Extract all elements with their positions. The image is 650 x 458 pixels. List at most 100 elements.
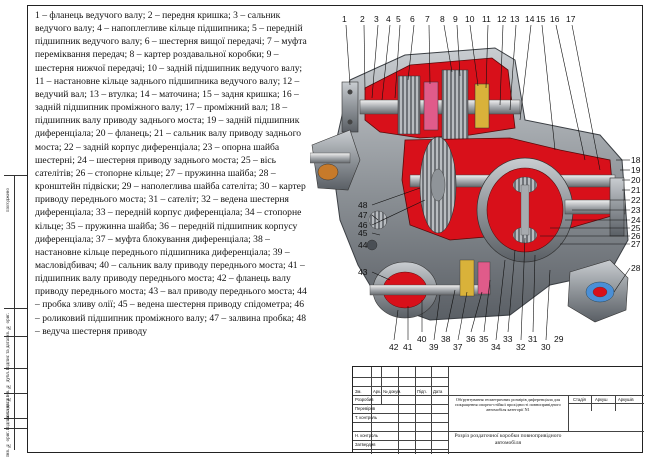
flange-bolt bbox=[347, 89, 353, 95]
left-leader-lines bbox=[371, 187, 426, 281]
top-leader-lines bbox=[345, 24, 601, 171]
callout-7: 7 bbox=[425, 14, 430, 24]
title-block: Зм. Арк. № докум. Підп. Дата Розробив Пе… bbox=[352, 366, 644, 454]
right-callouts: 18 19 20 21 22 23 24 25 26 27 28 bbox=[631, 155, 641, 273]
col-sheet: Аркуш bbox=[595, 397, 608, 402]
callout-16: 16 bbox=[550, 14, 560, 24]
callout-48: 48 bbox=[358, 200, 368, 210]
callout-24: 24 bbox=[631, 215, 641, 225]
strip-cell-3: Підпис та дата bbox=[4, 336, 27, 371]
callout-43: 43 bbox=[358, 267, 368, 277]
rear-bearing bbox=[474, 83, 490, 129]
callout-35: 35 bbox=[479, 334, 489, 344]
callout-22: 22 bbox=[631, 195, 641, 205]
header-sign: Підп. bbox=[417, 389, 427, 394]
callout-1: 1 bbox=[342, 14, 347, 24]
work-description: Обґрунтування геометричних розмірів дифе… bbox=[455, 397, 561, 412]
callout-41: 41 bbox=[403, 342, 413, 352]
callout-21: 21 bbox=[631, 185, 641, 195]
input-shaft bbox=[359, 99, 521, 115]
flange-bolt-2 bbox=[347, 119, 353, 125]
callout-5: 5 bbox=[396, 14, 401, 24]
col-sheets: Аркушів bbox=[618, 397, 634, 402]
callout-6: 6 bbox=[410, 14, 415, 24]
callout-42: 42 bbox=[389, 342, 399, 352]
callout-10: 10 bbox=[465, 14, 475, 24]
drain-plug bbox=[366, 239, 378, 251]
strip-cell-4: Інв. № дубл. bbox=[4, 368, 27, 398]
drawing-frame bbox=[27, 5, 643, 453]
side-signature-strip: Погоджено Інв. № ориг. Підпис та дата Ін… bbox=[4, 175, 27, 457]
callout-29: 29 bbox=[554, 334, 564, 344]
callout-47: 47 bbox=[358, 210, 368, 220]
strip-cell-1: Погоджено bbox=[4, 175, 27, 238]
callout-15: 15 bbox=[536, 14, 546, 24]
header-date: Дата bbox=[433, 389, 443, 394]
callout-27: 27 bbox=[631, 239, 641, 249]
callout-3: 3 bbox=[374, 14, 379, 24]
role-norm-control: Н. контроль bbox=[355, 433, 378, 438]
header-ark: Арк. bbox=[373, 389, 382, 394]
strip-label-2: Інв. № ориг. bbox=[6, 313, 11, 339]
right-leader-lines bbox=[540, 159, 631, 293]
callout-26: 26 bbox=[631, 231, 641, 241]
drawing-title: Розріз роздаточної коробки повнопривідно… bbox=[454, 433, 562, 446]
callout-19: 19 bbox=[631, 165, 641, 175]
transfer-case-cutaway: 1 2 3 4 5 6 7 8 9 10 11 12 13 14 15 16 1… bbox=[310, 14, 641, 352]
callout-30: 30 bbox=[541, 342, 551, 352]
low-gear bbox=[441, 69, 469, 141]
callout-31: 31 bbox=[528, 334, 538, 344]
bottom-leader-lines bbox=[393, 237, 551, 341]
callout-34: 34 bbox=[491, 342, 501, 352]
strip-cell-7: Інв. № ориг. bbox=[4, 428, 27, 457]
callout-18: 18 bbox=[631, 155, 641, 165]
callout-38: 38 bbox=[441, 334, 451, 344]
callout-23: 23 bbox=[631, 205, 641, 215]
strip-cell-2: Інв. № ориг. bbox=[4, 308, 27, 339]
left-callouts: 48 47 46 45 44 43 bbox=[358, 200, 368, 277]
callout-37: 37 bbox=[453, 342, 463, 352]
col-stage: Стадія bbox=[573, 397, 586, 402]
satellite-axle bbox=[520, 184, 530, 236]
parts-legend: 1 – фланець ведучого валу; 2 – передня к… bbox=[35, 10, 307, 337]
strip-label-1: Погоджено bbox=[6, 188, 11, 212]
callout-28: 28 bbox=[631, 263, 641, 273]
rear-output-flange bbox=[609, 177, 625, 237]
callout-44: 44 bbox=[358, 240, 368, 250]
locking-sleeve bbox=[477, 261, 491, 295]
callout-17: 17 bbox=[566, 14, 576, 24]
high-gear bbox=[397, 75, 421, 135]
callout-32: 32 bbox=[516, 342, 526, 352]
callout-12: 12 bbox=[497, 14, 507, 24]
callout-36: 36 bbox=[466, 334, 476, 344]
callout-11: 11 bbox=[482, 14, 491, 24]
role-checker: Перевірив bbox=[355, 406, 376, 411]
bracket-bushing bbox=[592, 286, 608, 298]
callout-14: 14 bbox=[525, 14, 535, 24]
front-diff-bearing bbox=[459, 259, 475, 297]
front-shaft-stub bbox=[310, 152, 351, 164]
top-callouts: 1 2 3 4 5 6 7 8 9 10 11 12 13 14 15 16 1… bbox=[342, 14, 576, 24]
bottom-callouts: 42 41 40 39 38 37 36 35 34 33 32 31 30 2… bbox=[389, 334, 564, 352]
callout-45: 45 bbox=[358, 228, 368, 238]
callout-4: 4 bbox=[386, 14, 391, 24]
callout-8: 8 bbox=[440, 14, 445, 24]
callout-9: 9 bbox=[453, 14, 458, 24]
strip-label-7: Інв. № ориг. bbox=[6, 431, 11, 457]
intermediate-gear-hub bbox=[430, 168, 446, 202]
callout-2: 2 bbox=[360, 14, 365, 24]
strip-label-6: Підпис та дата bbox=[6, 399, 11, 431]
callout-25: 25 bbox=[631, 223, 641, 233]
strip-divider bbox=[14, 175, 15, 450]
callout-33: 33 bbox=[503, 334, 513, 344]
strip-cell-5: Зам. інв. № bbox=[4, 393, 27, 420]
strip-label-3: Підпис та дата bbox=[6, 339, 11, 371]
front-boss-bore bbox=[317, 163, 339, 181]
role-tech-control: Т. контроль bbox=[355, 415, 378, 420]
header-izm: Зм. bbox=[355, 389, 362, 394]
callout-20: 20 bbox=[631, 175, 641, 185]
callout-46: 46 bbox=[358, 220, 368, 230]
role-approver: Затвердив bbox=[355, 442, 376, 447]
header-doc: № докум. bbox=[383, 389, 402, 394]
